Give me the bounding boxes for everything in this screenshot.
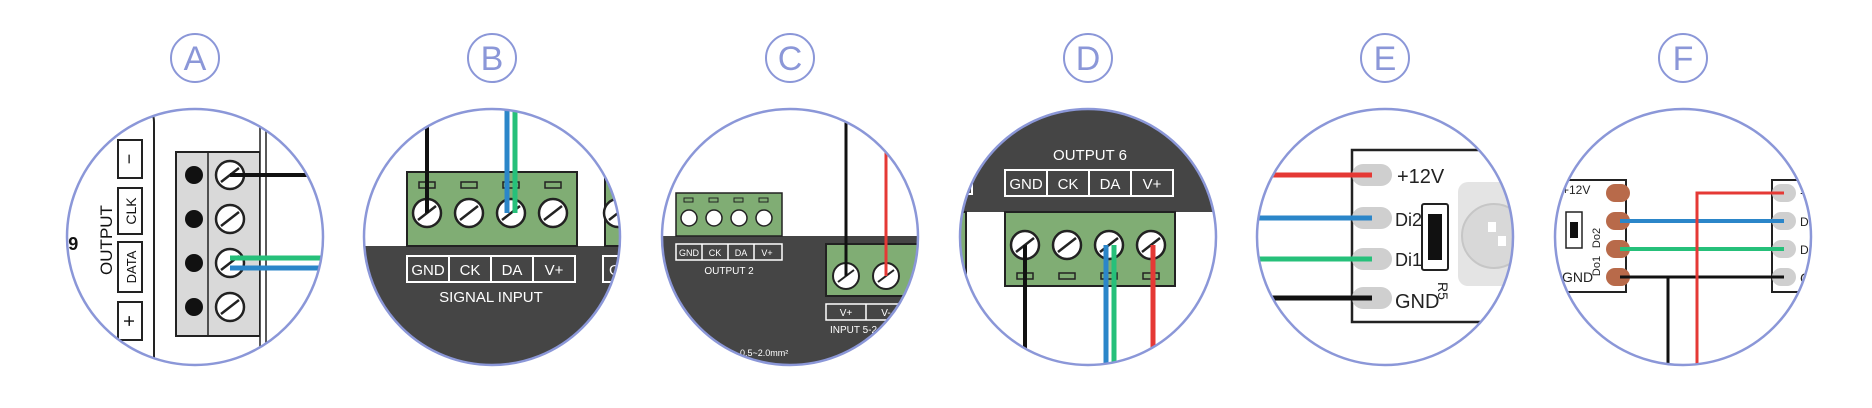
panel-f-wire-red: [1695, 191, 1784, 365]
panel-b-caption: SIGNAL INPUT: [439, 289, 543, 306]
panel-d-ring: [958, 107, 1218, 367]
panel-c-ring: [660, 107, 920, 367]
panel-b-pin-gnd: GND: [411, 262, 445, 279]
panel-a: A '9 OUTPUT − CLK DATA +: [64, 33, 325, 367]
panel-d-pin-gnd: GND: [1009, 176, 1043, 193]
panel-e-label-gnd: GND: [1395, 291, 1439, 313]
panel-b-pin-vplus: V+: [545, 262, 564, 279]
panel-a-letter: A: [184, 40, 207, 78]
panel-e-label-12v: +12V: [1397, 166, 1445, 188]
panel-f: F +12V GND Do2 Do1 + Di2 Di1 GN: [1553, 33, 1818, 367]
panel-a-edge-text: '9: [64, 234, 78, 254]
panel-f-letter-ring: [1658, 33, 1708, 83]
panel-e: E +12V Di2 Di1 GND R5: [1255, 33, 1515, 367]
panel-c-caption-input: INPUT 5-24V: [830, 325, 890, 336]
panel-f-left-label-do1: Do1: [1591, 256, 1603, 276]
panel-c-pin2-vplus: V+: [840, 308, 853, 319]
panel-b: B GND CK DA V+ G SI: [362, 33, 622, 367]
panel-e-ring: [1255, 107, 1515, 367]
panel-e-label-di1: Di1: [1395, 250, 1422, 270]
panel-c-letter: C: [778, 40, 803, 78]
panel-d-pin-ck: CK: [1058, 176, 1079, 193]
panel-f-letter: F: [1673, 40, 1694, 78]
panel-a-pin-data: DATA: [124, 250, 139, 283]
panel-f-left-pad-gnd: [1606, 268, 1630, 286]
panel-e-letter: E: [1374, 40, 1397, 78]
panel-f-ring: [1553, 107, 1813, 367]
panel-d-pin-vplus: V+: [1143, 176, 1162, 193]
panel-d-pin-da: DA: [1100, 176, 1121, 193]
panel-d: D OUTPUT 6 GND CK DA V+: [958, 33, 1218, 367]
panel-a-output-label: OUTPUT: [97, 205, 116, 275]
panel-c-caption-output: OUTPUT 2: [704, 266, 754, 277]
panel-a-pin-clk: CLK: [123, 197, 139, 225]
panel-e-letter-ring: [1360, 33, 1410, 83]
panel-d-caption: OUTPUT 6: [1053, 147, 1127, 164]
panel-a-pin-minus: −: [119, 154, 139, 165]
panel-b-pin-ck: CK: [460, 262, 481, 279]
panel-a-pin-plus: +: [119, 315, 141, 327]
panel-b-letter: B: [481, 40, 504, 78]
panel-c-wire-spec: 0.5~2.0mm²: [740, 348, 788, 358]
panel-a-ring: [65, 107, 325, 367]
panel-f-left-pad-12v: [1606, 184, 1630, 202]
panel-f-left-pad-do2: [1606, 212, 1630, 230]
panel-f-right-label-di2: Di2: [1800, 215, 1818, 229]
panel-b-letter-ring: [467, 33, 517, 83]
panel-d-letter-ring: [1063, 33, 1113, 83]
panel-f-right-label-di1: Di1: [1800, 243, 1818, 257]
panel-f-left-pad-do1: [1606, 240, 1630, 258]
panel-c-pin2-vminus: V-: [881, 308, 890, 319]
panel-e-label-di2: Di2: [1395, 210, 1422, 230]
panel-f-left-label-do2: Do2: [1591, 228, 1603, 248]
panel-e-resistor-label: R5: [1435, 282, 1451, 300]
panel-c-pin-gnd: GND: [679, 248, 700, 258]
panel-d-letter: D: [1076, 40, 1101, 78]
panel-f-left-label-12v: +12V: [1562, 183, 1590, 197]
panel-a-letter-ring: [170, 33, 220, 83]
panel-b-ring: [362, 107, 622, 367]
panel-b-board: [364, 246, 620, 365]
panel-f-left-label-gnd: GND: [1562, 269, 1593, 285]
panel-c: C GND CK DA V+ OUTPUT 2: [660, 33, 920, 367]
panel-c-pin-ck: CK: [709, 248, 722, 258]
panel-c-pin-da: DA: [735, 248, 748, 258]
panel-b-pin-da: DA: [502, 262, 523, 279]
panel-c-pin-vplus: V+: [761, 248, 772, 258]
panel-c-letter-ring: [765, 33, 815, 83]
